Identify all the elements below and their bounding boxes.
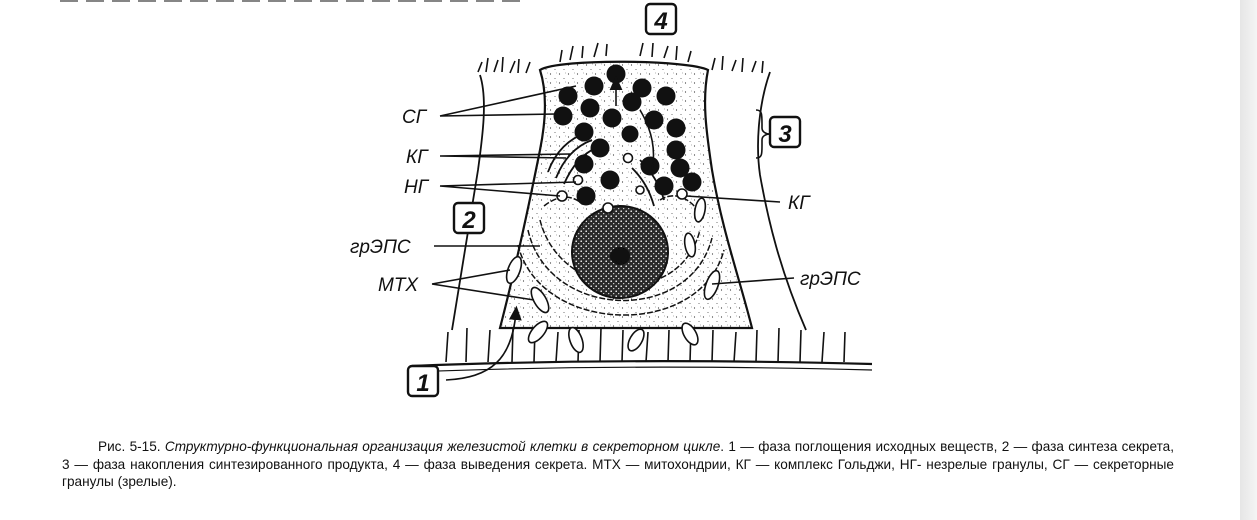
basal-folds bbox=[445, 327, 846, 363]
caption-prefix: Рис. 5-15. bbox=[98, 439, 161, 454]
label-greps-left: грЭПС bbox=[350, 237, 411, 258]
phase-box-1: 1 bbox=[406, 364, 440, 398]
label-kg-right: КГ bbox=[788, 193, 811, 214]
rough-er bbox=[517, 195, 725, 316]
basement-membrane bbox=[411, 360, 873, 373]
phase-box-4: 4 bbox=[644, 2, 678, 36]
label-sg: СГ bbox=[402, 107, 428, 128]
figure-caption: Рис. 5-15. Структурно-функциональная орг… bbox=[62, 438, 1174, 491]
nucleus bbox=[571, 205, 669, 299]
phase-3-number: 3 bbox=[778, 121, 792, 148]
viewer-right-edge bbox=[1240, 0, 1257, 520]
phase-4-number: 4 bbox=[653, 8, 667, 35]
caption-title: Структурно-функциональная организация же… bbox=[164, 439, 721, 454]
leader-lines-left bbox=[431, 85, 577, 301]
caption-body: . 1 — фаза поглощения исходных веществ, … bbox=[62, 439, 1174, 489]
secretory-granules bbox=[553, 64, 702, 206]
label-kg-left: КГ bbox=[406, 147, 429, 168]
label-mtx: МТХ bbox=[378, 275, 419, 296]
phase-box-2: 2 bbox=[452, 201, 486, 235]
leader-lines-right bbox=[685, 195, 795, 285]
cut-off-text-line bbox=[60, 0, 520, 4]
uptake-arrow bbox=[445, 305, 522, 381]
label-greps-right: грЭПС bbox=[800, 269, 861, 290]
golgi-flow-arrow bbox=[639, 109, 655, 171]
mitochondria bbox=[505, 197, 721, 354]
phase-2-number: 2 bbox=[461, 207, 476, 234]
apical-microvilli bbox=[477, 42, 764, 74]
glandular-cell-diagram: СГ КГ НГ грЭПС МТХ КГ грЭПС 4 3 2 1 bbox=[350, 2, 873, 398]
phase-1-number: 1 bbox=[416, 370, 429, 397]
label-ng: НГ bbox=[404, 177, 430, 198]
cell-membrane bbox=[498, 60, 754, 330]
phase-box-3: 3 bbox=[768, 115, 802, 149]
